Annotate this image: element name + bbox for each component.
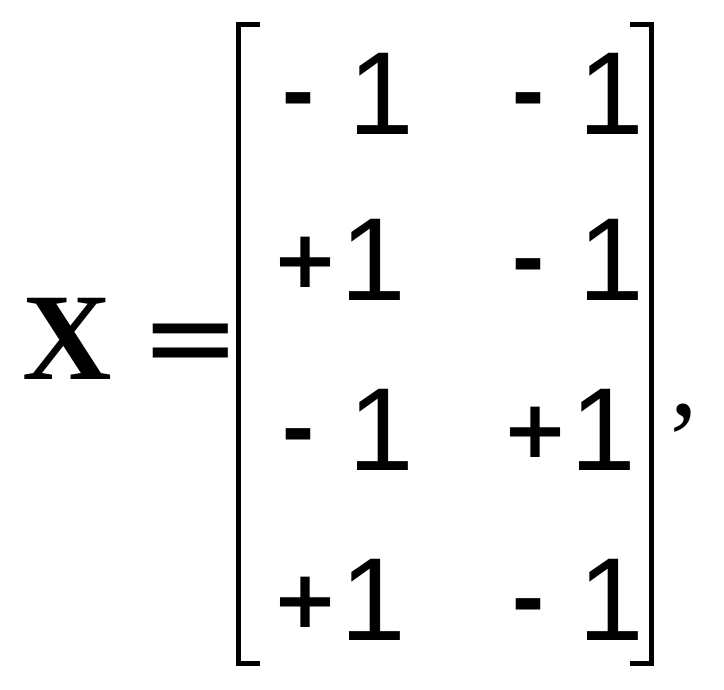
matrix-cell: +1	[500, 364, 636, 496]
plus-sign: +	[271, 213, 339, 306]
matrix-cell: +1	[270, 194, 406, 326]
trailing-comma: ,	[670, 317, 698, 439]
matrix-value: 1	[578, 28, 644, 160]
left-bracket	[236, 22, 260, 666]
matrix-value: 1	[578, 194, 644, 326]
matrix-value: 1	[340, 534, 406, 666]
plus-sign: +	[271, 553, 339, 646]
matrix-symbol: X	[22, 269, 112, 406]
minus-sign: -	[281, 47, 315, 140]
matrix-value: 1	[578, 534, 644, 666]
plus-sign: +	[501, 383, 569, 476]
matrix-value: 1	[340, 194, 406, 326]
matrix-cell: -1	[500, 194, 644, 326]
minus-sign: -	[511, 213, 545, 306]
matrix-value: 1	[570, 364, 636, 496]
minus-sign: -	[511, 47, 545, 140]
matrix-value: 1	[348, 364, 414, 496]
matrix-cell: -1	[270, 364, 414, 496]
right-bracket	[630, 22, 654, 666]
matrix-cell: -1	[270, 28, 414, 160]
matrix-cell: -1	[500, 534, 644, 666]
matrix-cell: +1	[270, 534, 406, 666]
minus-sign: -	[281, 383, 315, 476]
equals-sign: =	[140, 268, 241, 407]
matrix-value: 1	[348, 28, 414, 160]
matrix-cell: -1	[500, 28, 644, 160]
minus-sign: -	[511, 553, 545, 646]
